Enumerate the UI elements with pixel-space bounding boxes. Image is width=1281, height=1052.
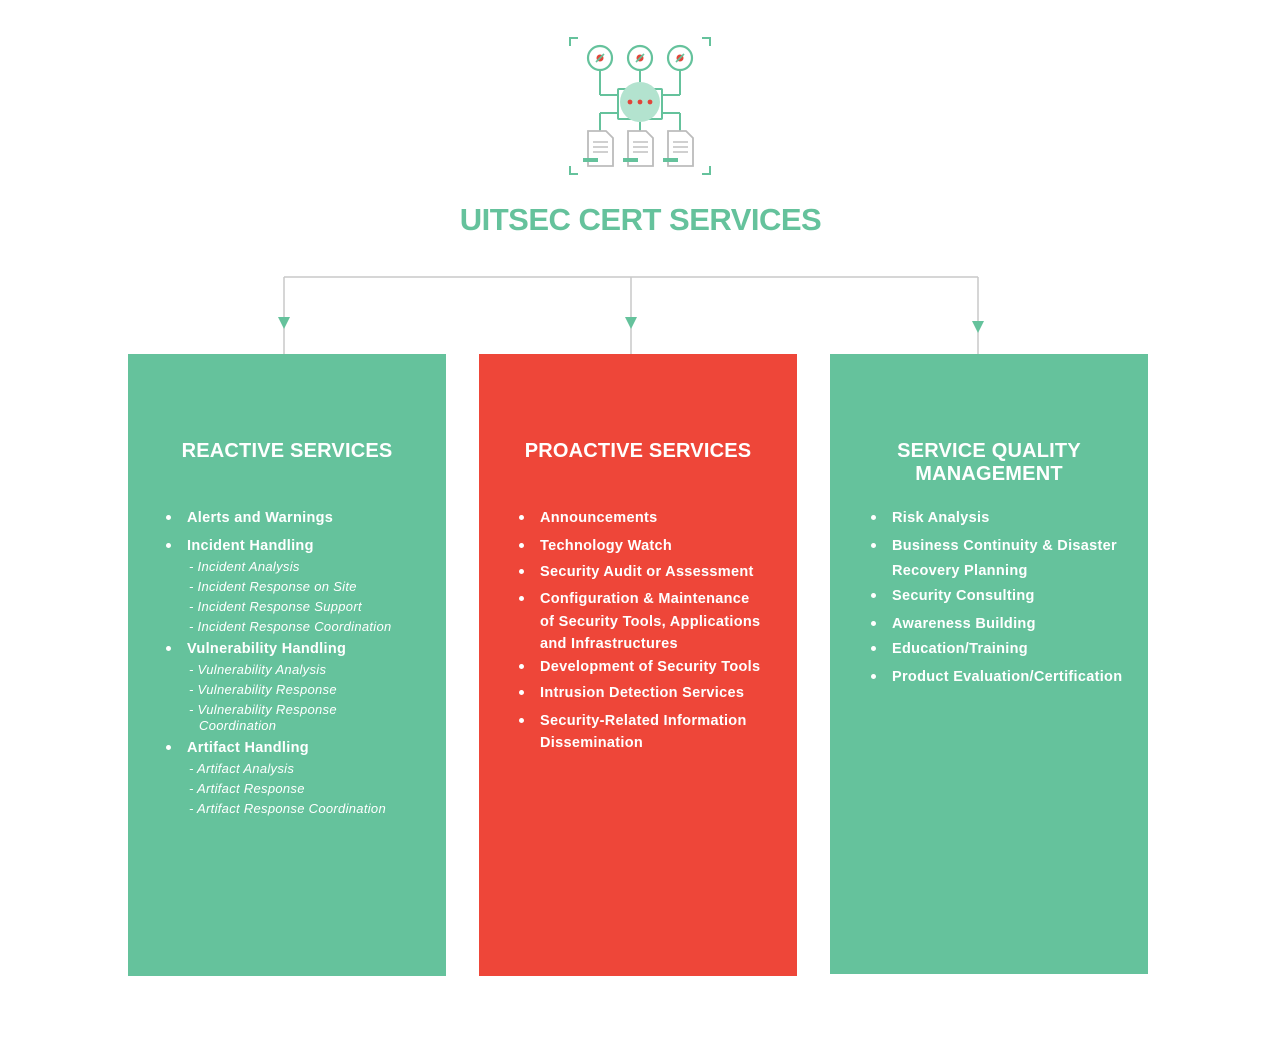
arrow-quality [972, 321, 984, 333]
card-title-line: REACTIVE SERVICES [181, 440, 393, 462]
list-item: Awareness Building [870, 614, 1122, 634]
list-item: Business Continuity & Disaster [870, 536, 1122, 556]
sub-item: - Vulnerability Response [189, 702, 337, 717]
list-item: Configuration & Maintenance [518, 589, 760, 609]
sub-item: Coordination [199, 718, 277, 733]
list-item: Security Consulting [870, 586, 1122, 606]
connector-lines [278, 276, 984, 354]
network-nodes-icon [569, 37, 711, 175]
list-item-continuation: and Infrastructures [540, 636, 678, 652]
card-title-line: SERVICE QUALITY [897, 440, 1081, 462]
list-item: Risk Analysis [870, 508, 1122, 528]
list-item: Technology Watch [518, 536, 760, 556]
reactive-services-title: REACTIVE SERVICES [128, 440, 446, 463]
sub-item: - Artifact Response [189, 781, 305, 796]
list-item: Security-Related Information [518, 711, 760, 731]
sub-item: - Artifact Analysis [189, 761, 295, 776]
list-item: Education/Training [870, 639, 1122, 659]
card-title-line: MANAGEMENT [915, 463, 1063, 485]
sub-item: - Vulnerability Response [189, 682, 337, 697]
list-item: Alerts and Warnings [166, 508, 392, 528]
list-item-continuation: Recovery Planning [892, 563, 1028, 579]
proactive-services-title: PROACTIVE SERVICES [479, 440, 797, 463]
sub-item: - Incident Response Coordination [189, 619, 392, 634]
list-item-continuation: Dissemination [540, 735, 644, 751]
list-item: Product Evaluation/Certification [870, 669, 1123, 685]
card-title-line: PROACTIVE SERVICES [524, 440, 752, 462]
arrow-proactive [625, 317, 637, 329]
list-item-continuation: of Security Tools, Applications [540, 614, 761, 630]
sub-item: - Artifact Response Coordination [189, 801, 386, 816]
sub-item: - Incident Response Support [189, 599, 362, 614]
list-item: Intrusion Detection Services [518, 683, 760, 703]
list-item: Artifact Handling [166, 738, 392, 758]
list-item: Development of Security Tools [518, 659, 761, 675]
list-item: Vulnerability Handling [166, 639, 392, 659]
sub-item: - Incident Analysis [189, 559, 300, 574]
sub-item: - Incident Response on Site [189, 579, 357, 594]
diagram-title: UITSEC CERT SERVICES [459, 202, 822, 237]
list-item: Announcements [518, 508, 760, 528]
arrow-reactive [278, 317, 290, 329]
sub-item: - Vulnerability Analysis [189, 662, 327, 677]
list-item: Incident Handling [166, 536, 392, 556]
list-item: Security Audit or Assessment [518, 562, 760, 582]
